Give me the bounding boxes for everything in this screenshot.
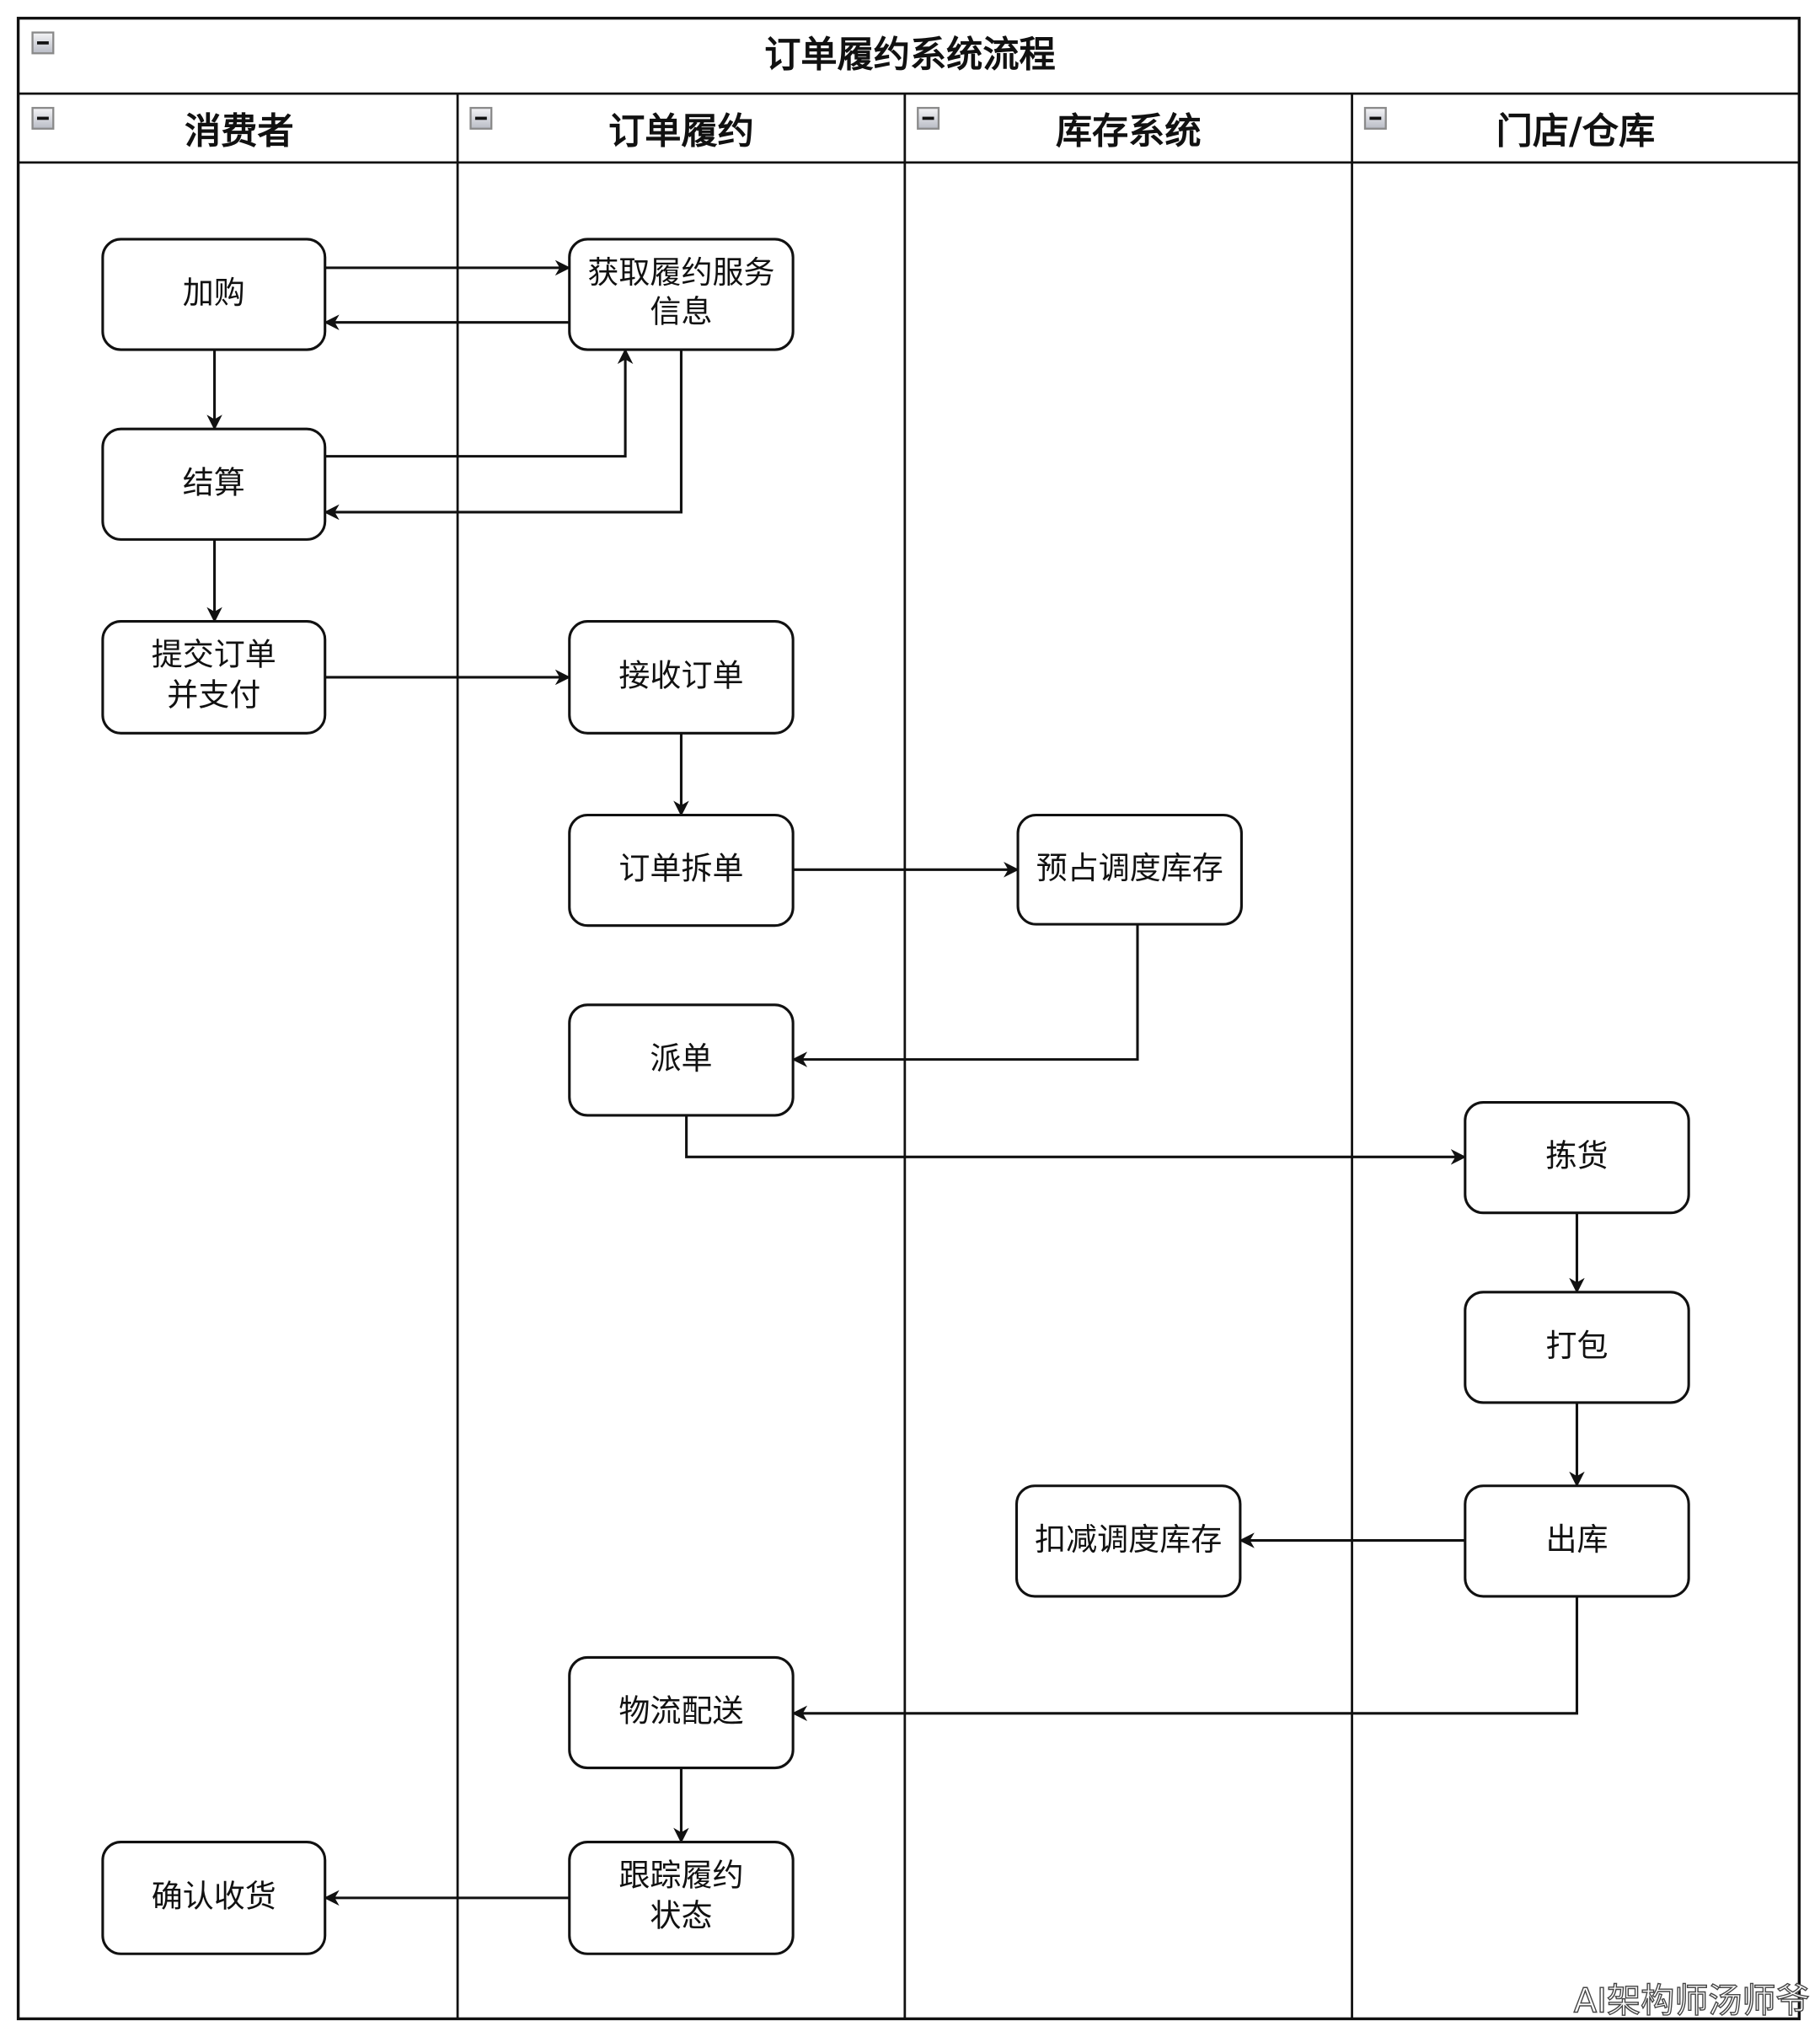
- lane-header-inventory: 库存系统: [917, 106, 1202, 152]
- lane-header-fulfillment: 订单履约: [469, 106, 754, 152]
- edge-checkout-to-get-info[interactable]: [324, 348, 634, 458]
- node-add-cart[interactable]: 加购: [101, 238, 327, 351]
- lane-collapse-button[interactable]: [1363, 106, 1387, 130]
- collapse-icon[interactable]: [469, 106, 493, 130]
- node-label: 出库: [1545, 1521, 1608, 1558]
- node-deduct-stock[interactable]: 扣减调度库存: [1014, 1484, 1242, 1598]
- collapse-icon[interactable]: [917, 106, 940, 130]
- node-get-fulfillment-info[interactable]: 获取履约服务 信息: [568, 238, 795, 351]
- node-receive-order[interactable]: 接收订单: [568, 620, 795, 735]
- watermark-text: AI架构师汤师爷: [1574, 1982, 1810, 2021]
- edge-reserve-to-dispatch[interactable]: [791, 924, 1139, 1067]
- edge-get-info-to-checkout[interactable]: [324, 350, 682, 521]
- pool-frame: [16, 16, 1801, 2021]
- edge-dispatch-to-pick[interactable]: [685, 1115, 1467, 1165]
- node-dispatch[interactable]: 派单: [568, 1003, 795, 1117]
- node-label: 确认收货: [152, 1878, 276, 1914]
- node-label: 扣减调度库存: [1035, 1521, 1222, 1558]
- node-label: 提交订单: [152, 637, 276, 673]
- node-label: 状态: [650, 1898, 712, 1934]
- lane-label: 消费者: [185, 110, 294, 152]
- node-label: 获取履约服务: [587, 254, 774, 291]
- lane-label: 订单履约: [608, 110, 754, 152]
- node-label: 信息: [650, 293, 712, 329]
- lane-label: 库存系统: [1056, 110, 1202, 152]
- node-outbound[interactable]: 出库: [1464, 1484, 1690, 1598]
- node-label: 物流配送: [618, 1693, 743, 1730]
- edge-outbound-to-delivery[interactable]: [791, 1596, 1579, 1722]
- node-submit-and-pay[interactable]: 提交订单 并支付: [101, 620, 327, 735]
- node-pack[interactable]: 打包: [1464, 1291, 1690, 1404]
- node-label: 预占调度库存: [1036, 850, 1223, 886]
- lane-collapse-button[interactable]: [917, 106, 940, 130]
- lane-header-store: 门店/仓库: [1363, 106, 1656, 152]
- node-reserve-stock[interactable]: 预占调度库存: [1016, 813, 1243, 926]
- lane-collapse-button[interactable]: [469, 106, 493, 130]
- lane-collapse-button[interactable]: [31, 106, 55, 130]
- node-label: 订单拆单: [618, 851, 743, 887]
- node-label: 跟踪履约: [618, 1858, 743, 1894]
- node-label: 打包: [1545, 1328, 1608, 1364]
- node-label: 结算: [183, 464, 245, 500]
- node-label: 接收订单: [618, 657, 743, 693]
- node-label: 拣货: [1545, 1138, 1608, 1174]
- nodes: 加购 获取履约服务 信息 结算 提交订单 并支付 接收订单 订单拆单 预占调度库…: [101, 238, 1690, 1955]
- lane-label: 门店/仓库: [1496, 110, 1656, 152]
- pool-title: 订单履约系统流程: [764, 34, 1055, 76]
- edges: [206, 259, 1585, 1906]
- node-label: 加购: [183, 275, 245, 311]
- pool-collapse-button[interactable]: [31, 31, 55, 55]
- node-checkout[interactable]: 结算: [101, 427, 327, 541]
- lane-header-consumer: 消费者: [31, 106, 294, 152]
- node-pick[interactable]: 拣货: [1464, 1100, 1690, 1215]
- node-split-order[interactable]: 订单拆单: [568, 813, 795, 928]
- node-label: 派单: [650, 1040, 712, 1077]
- node-logistics-delivery[interactable]: 物流配送: [568, 1655, 795, 1770]
- node-confirm-receipt[interactable]: 确认收货: [101, 1840, 327, 1955]
- node-track-status[interactable]: 跟踪履约 状态: [568, 1840, 795, 1955]
- node-label: 并支付: [167, 677, 260, 714]
